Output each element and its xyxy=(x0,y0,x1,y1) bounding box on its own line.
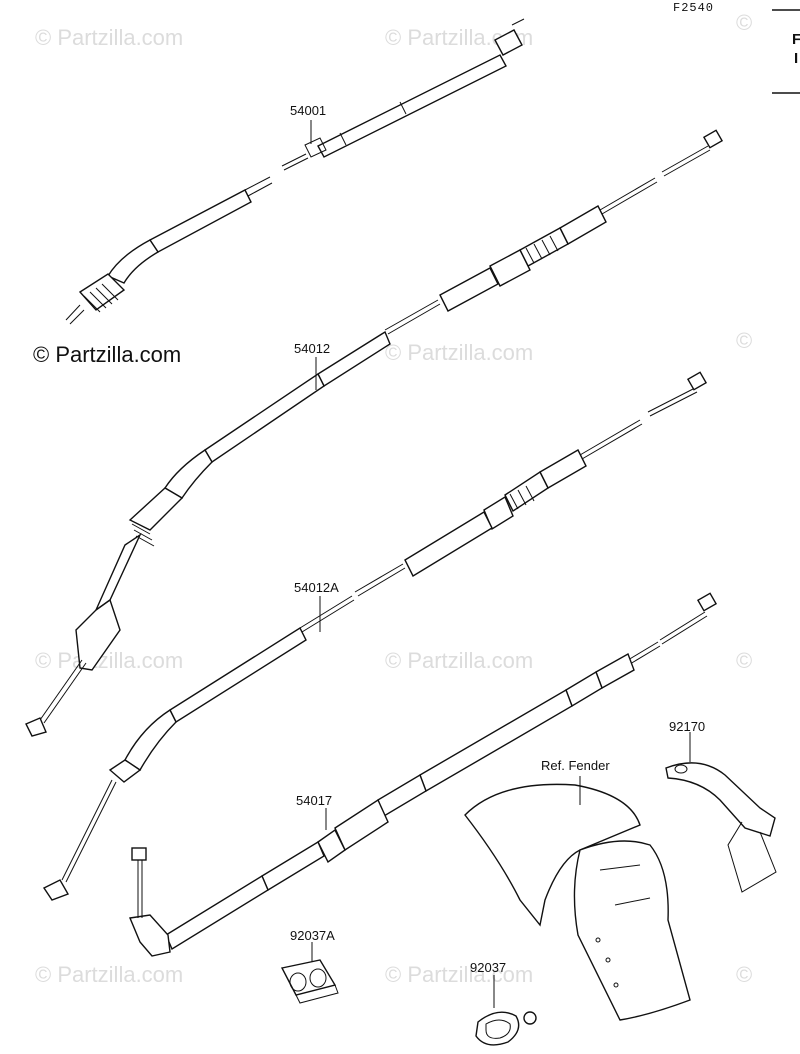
side-tab-line2: I xyxy=(794,50,798,67)
cable-54012A[interactable] xyxy=(42,371,708,901)
label-fender: Ref. Fender xyxy=(541,758,610,773)
watermark-6: © Partzilla.com xyxy=(35,962,183,987)
label-54012: 54012 xyxy=(294,341,330,356)
clamp-92037A[interactable] xyxy=(280,959,339,1004)
label-92037: 92037 xyxy=(470,960,506,975)
cable-54012[interactable] xyxy=(25,129,724,737)
watermark-5: © Partzilla.com xyxy=(385,648,533,673)
cable-54001[interactable] xyxy=(65,18,525,325)
side-tab-line1: F xyxy=(792,31,800,48)
fender[interactable] xyxy=(464,783,691,1021)
watermarks: © Partzilla.com © Partzilla.com © Partzi… xyxy=(35,10,752,987)
watermark-7: © Partzilla.com xyxy=(385,962,533,987)
watermark-3: © Partzilla.com xyxy=(385,340,533,365)
label-54017: 54017 xyxy=(296,793,332,808)
watermark-11: © xyxy=(736,962,752,987)
label-54001: 54001 xyxy=(290,103,326,118)
bracket-92170[interactable] xyxy=(665,762,777,893)
cable-54017[interactable] xyxy=(129,592,718,957)
watermark-1: © Partzilla.com xyxy=(35,25,183,50)
label-54012A: 54012A xyxy=(294,580,339,595)
label-92037A: 92037A xyxy=(290,928,335,943)
grommet-92037[interactable] xyxy=(475,1011,537,1046)
copyright-mark: © Partzilla.com xyxy=(33,342,181,367)
watermark-8: © xyxy=(736,10,752,35)
watermark-9: © xyxy=(736,328,752,353)
watermark-10: © xyxy=(736,648,752,673)
watermark-4: © Partzilla.com xyxy=(35,648,183,673)
figure-code: F2540 xyxy=(673,1,714,15)
label-92170: 92170 xyxy=(669,719,705,734)
